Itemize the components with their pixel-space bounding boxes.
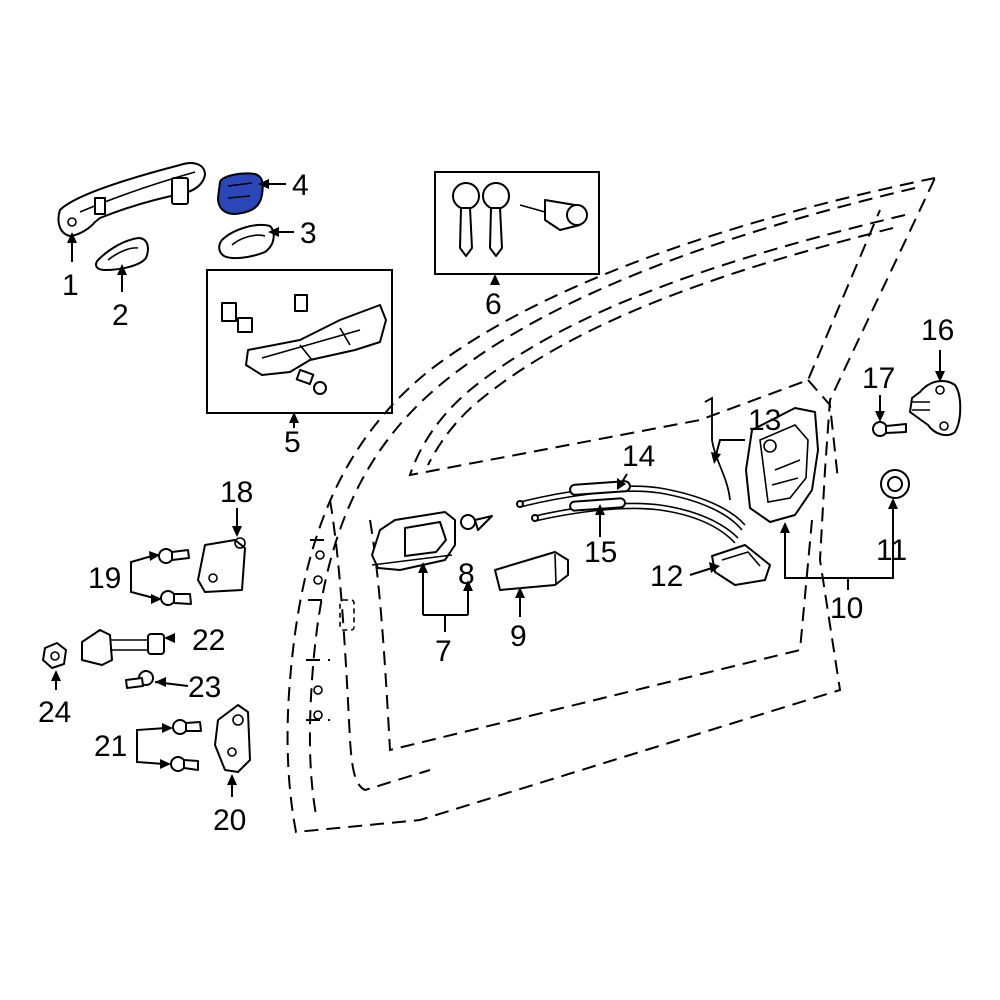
callout-22: 22 (192, 624, 225, 657)
lock-rod (704, 396, 731, 501)
cover-pad (494, 551, 569, 591)
door-check (81, 629, 165, 666)
callout-15: 15 (584, 536, 617, 569)
callout-1: 1 (62, 269, 79, 302)
callout-3: 3 (300, 217, 317, 250)
door-striker (909, 379, 962, 437)
callout-9: 9 (510, 620, 527, 653)
outside-handle (57, 162, 206, 237)
callout-14: 14 (622, 440, 655, 473)
cover-gasket (218, 224, 275, 260)
upper-hinge-bolts (158, 548, 192, 606)
door-check-bolt (125, 670, 154, 689)
lock-cables (516, 480, 746, 544)
arrowheads (51, 179, 945, 785)
callout-8: 8 (458, 558, 475, 591)
callout-23: 23 (188, 671, 221, 704)
callout-11: 11 (876, 534, 907, 567)
callout-12: 12 (650, 560, 683, 593)
handle-cover-highlighted (216, 172, 264, 216)
callout-7: 7 (435, 635, 452, 668)
callout-19: 19 (88, 562, 121, 595)
callout-16: 16 (921, 314, 954, 347)
callout-6: 6 (485, 288, 502, 321)
callout-10: 10 (830, 592, 863, 625)
callout-21: 21 (94, 730, 127, 763)
handle-gasket (95, 237, 149, 271)
handle-bezel-cap (460, 514, 493, 531)
callout-5: 5 (284, 426, 301, 459)
callout-4: 4 (292, 169, 309, 202)
callout-17: 17 (862, 362, 895, 395)
striker-screw (872, 421, 907, 437)
lock-bracket (711, 544, 771, 586)
handle-frame-assembly (206, 269, 393, 414)
grommet (880, 469, 910, 499)
inside-handle (371, 511, 456, 571)
door-check-nut (42, 642, 67, 669)
callout-20: 20 (213, 804, 246, 837)
lower-hinge-bolts (170, 719, 202, 772)
door-outline (286, 176, 937, 834)
callout-13: 13 (748, 404, 781, 437)
door-lock-actuator (745, 407, 819, 523)
callout-2: 2 (112, 299, 129, 332)
callout-18: 18 (220, 476, 253, 509)
callout-24: 24 (38, 696, 71, 729)
lower-hinge (214, 704, 251, 773)
callout-labels: 1 2 3 4 5 6 7 8 9 10 11 12 13 14 15 16 1… (38, 169, 954, 837)
upper-hinge (197, 537, 246, 593)
key-and-cylinder-set (434, 171, 600, 275)
